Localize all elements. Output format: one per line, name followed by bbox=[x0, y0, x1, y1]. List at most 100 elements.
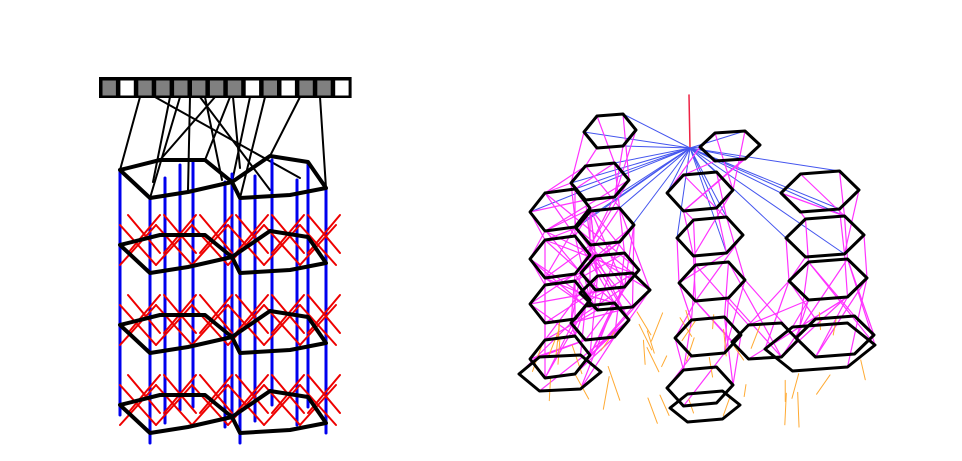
inter-layer-edge bbox=[623, 224, 635, 288]
inter-layer-edge bbox=[678, 282, 693, 321]
cross-edge bbox=[235, 294, 269, 334]
register-cell bbox=[101, 79, 117, 97]
inter-layer-edge bbox=[544, 244, 592, 279]
cross-edge bbox=[263, 304, 301, 346]
inter-layer-edge bbox=[618, 207, 651, 291]
register-cell bbox=[137, 79, 153, 97]
cross-edge bbox=[199, 374, 233, 414]
register-cell bbox=[226, 79, 243, 97]
cross-edge bbox=[127, 294, 161, 334]
register-cell bbox=[334, 79, 350, 97]
bottom-link bbox=[860, 359, 866, 381]
bottom-link bbox=[642, 339, 646, 365]
feed-line bbox=[319, 96, 327, 189]
bottom-link bbox=[600, 331, 615, 352]
inter-layer-edge bbox=[747, 280, 790, 326]
bottom-link bbox=[743, 384, 747, 398]
inter-layer-edge bbox=[618, 207, 626, 254]
ring-edges bbox=[517, 112, 877, 424]
ring-right-column bbox=[230, 389, 328, 435]
feed-line bbox=[239, 96, 266, 199]
hex-ring bbox=[574, 206, 636, 247]
hex-ring bbox=[787, 257, 869, 302]
bottom-link bbox=[733, 345, 745, 361]
feed-line bbox=[187, 96, 191, 191]
bottom-link bbox=[816, 374, 831, 395]
cross-edge bbox=[127, 374, 161, 414]
inter-layer-edge bbox=[570, 131, 585, 184]
hex-ring bbox=[579, 251, 641, 292]
cross-edge bbox=[235, 374, 269, 414]
inter-layer-edge bbox=[785, 237, 790, 282]
hex-ring bbox=[665, 365, 735, 408]
bottom-link bbox=[832, 318, 837, 336]
inter-layer-edge bbox=[613, 145, 624, 198]
inter-layer-edge bbox=[676, 237, 680, 284]
inter-layer-edge bbox=[529, 273, 576, 305]
hub-spoke bbox=[689, 147, 782, 194]
bottom-link bbox=[659, 394, 670, 416]
inter-layer-edge bbox=[838, 170, 846, 217]
inter-layer-edge bbox=[863, 234, 868, 279]
inter-layer-edge bbox=[579, 336, 616, 390]
inter-layer-edge bbox=[682, 352, 726, 407]
ring-edges bbox=[118, 154, 328, 435]
register-cell bbox=[316, 79, 332, 97]
hex-ring bbox=[673, 315, 743, 358]
hex-ring bbox=[794, 314, 876, 359]
bottom-link bbox=[685, 337, 695, 362]
inter-layer-edge bbox=[544, 196, 616, 232]
inter-layer-edge bbox=[589, 179, 630, 246]
inter-layer-edge bbox=[682, 160, 716, 176]
inter-layer-edge bbox=[791, 299, 810, 328]
cross-edge bbox=[155, 384, 193, 426]
hex-ring bbox=[528, 334, 592, 380]
inter-layer-edge bbox=[682, 158, 746, 212]
hex-ring bbox=[517, 353, 603, 393]
inter-layer-edge bbox=[574, 224, 635, 275]
register-cell bbox=[280, 79, 296, 97]
inter-layer-edge bbox=[723, 261, 730, 318]
hex-ring bbox=[569, 161, 631, 202]
hex-ring bbox=[677, 260, 747, 303]
feed-line bbox=[269, 96, 301, 157]
hub-spoke bbox=[570, 147, 691, 184]
cross-edge bbox=[235, 214, 269, 254]
inter-layer-edge bbox=[690, 264, 697, 321]
bottom-link bbox=[646, 330, 655, 354]
hub-spoke bbox=[619, 147, 691, 209]
bottom-link bbox=[607, 366, 621, 401]
hex-ring bbox=[698, 129, 762, 163]
cross-edges bbox=[119, 214, 341, 426]
inter-layer-edge bbox=[725, 216, 746, 281]
feed-line bbox=[231, 96, 251, 183]
feed-line bbox=[159, 96, 216, 161]
cross-edge bbox=[199, 294, 233, 334]
feed-line bbox=[152, 96, 171, 183]
inter-layer-edge bbox=[589, 244, 599, 277]
bottom-link bbox=[722, 396, 731, 417]
bottom-link bbox=[784, 392, 787, 426]
inter-layer-edge bbox=[622, 113, 630, 181]
hub-spoke bbox=[666, 147, 691, 194]
hex-ring bbox=[730, 321, 800, 361]
hex-ring bbox=[784, 214, 866, 259]
inter-layer-edge bbox=[589, 254, 651, 291]
inter-layer-edge bbox=[715, 171, 728, 218]
register-cell bbox=[119, 79, 135, 97]
hex-ring bbox=[668, 389, 742, 424]
register-cell bbox=[262, 79, 279, 97]
inter-layer-edge bbox=[723, 316, 734, 386]
bottom-link bbox=[636, 311, 652, 336]
bottom-link bbox=[750, 324, 761, 349]
inter-layer-edge bbox=[694, 234, 744, 302]
bottom-link bbox=[557, 336, 561, 365]
bottom-link bbox=[661, 355, 668, 368]
cross-edge bbox=[199, 214, 233, 254]
inter-layer-edge bbox=[580, 241, 621, 274]
inter-layer-edge bbox=[674, 300, 697, 339]
cross-edge bbox=[191, 304, 229, 346]
bottom-link bbox=[548, 376, 552, 402]
